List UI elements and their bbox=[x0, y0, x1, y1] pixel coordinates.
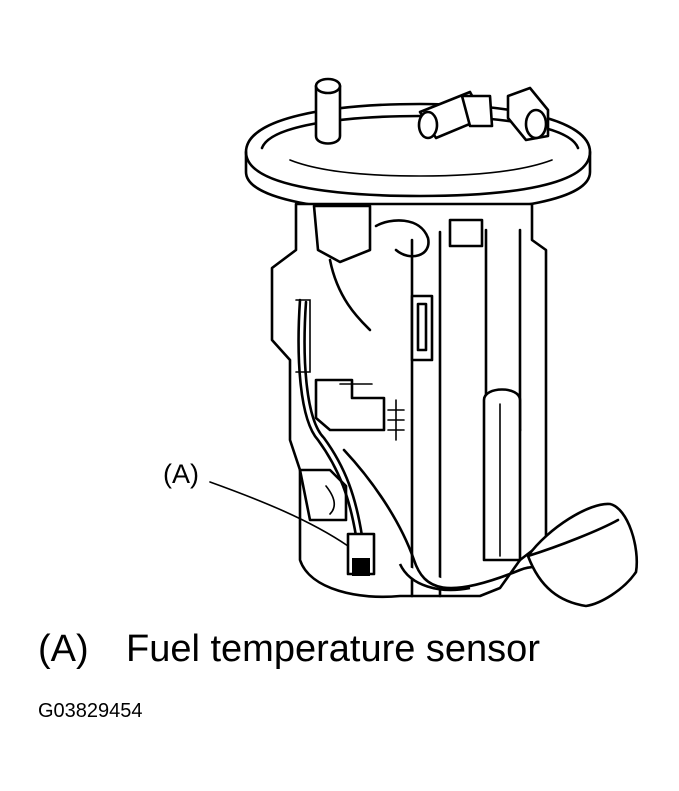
legend-key: (A) bbox=[38, 628, 89, 670]
pump-body bbox=[270, 202, 548, 599]
legend-text: Fuel temperature sensor bbox=[126, 628, 540, 670]
fuel-temperature-sensor bbox=[346, 532, 376, 576]
callout-leader-line bbox=[209, 481, 349, 547]
outlet-pipes bbox=[314, 77, 550, 145]
fuel-level-float bbox=[526, 502, 639, 608]
callout-label-a: (A) bbox=[163, 459, 199, 489]
figure-code: G03829454 bbox=[38, 700, 143, 722]
legend-row: (A) Fuel temperature sensor bbox=[38, 628, 540, 671]
